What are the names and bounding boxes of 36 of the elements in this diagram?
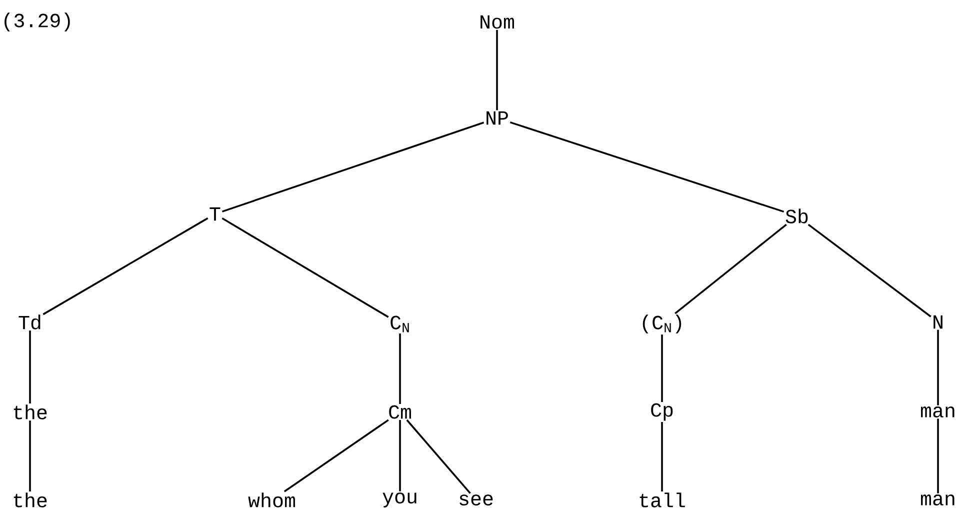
- tree-branch: [222, 218, 389, 318]
- tree-branch: [496, 30, 498, 110]
- tree-node-label: the: [14, 404, 47, 420]
- tree-node-label: Cp: [651, 403, 673, 421]
- tree-branch: [674, 224, 787, 314]
- tree-branch: [29, 330, 31, 404]
- tree-branch: [661, 422, 663, 492]
- tree-node-label: NP: [486, 111, 508, 125]
- tree-branch: [29, 420, 31, 492]
- tree-branch: [937, 418, 939, 494]
- tree-branch: [661, 334, 663, 402]
- tree-node-label: man: [920, 406, 954, 418]
- tree-branch: [222, 122, 484, 212]
- tree-branch: [510, 121, 784, 213]
- tree-node-label: man: [920, 494, 954, 506]
- tree-branch: [42, 217, 208, 316]
- tree-node-label: you: [382, 492, 416, 508]
- tree-node-label: see: [460, 494, 493, 506]
- tree-node-label: Td: [18, 314, 40, 330]
- example-number: (3.29): [4, 12, 70, 32]
- tree-branch: [937, 330, 939, 406]
- tree-node-label: Cm: [389, 405, 411, 419]
- tree-branch: [406, 419, 471, 494]
- tree-node-label: the: [14, 492, 47, 508]
- tree-node-label: C$_{N}$: [390, 316, 409, 332]
- tree-node-label: Nom: [480, 15, 514, 29]
- tree-node-label: Sb: [786, 208, 808, 224]
- tree-branch: [284, 419, 389, 492]
- tree-node-label: (C$_{N}$): [642, 314, 682, 334]
- tree-node-label: tall: [640, 492, 685, 508]
- tree-branch: [399, 420, 401, 492]
- tree-branch: [808, 224, 932, 318]
- tree-node-label: T: [210, 207, 220, 221]
- tree-node-label: whom: [248, 492, 295, 508]
- tree-branch: [399, 333, 401, 404]
- tree-node-label: N: [934, 315, 942, 329]
